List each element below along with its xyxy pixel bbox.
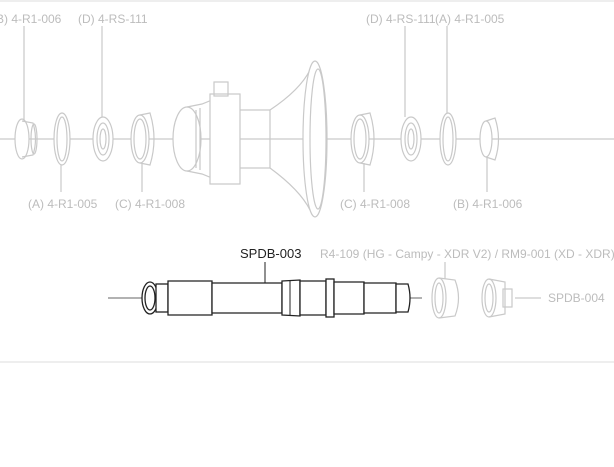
part-freehub-r4-109 <box>431 277 460 319</box>
label-bottom-2: (C) 4-R1-008 <box>115 197 185 211</box>
label-bottom-1: (A) 4-R1-005 <box>28 197 98 211</box>
axle-exploded-view[interactable]: SPDB-003 R4-109 (HG - Campy - XDR V2) / … <box>108 246 614 319</box>
label-top-1: (B) 4-R1-006 <box>0 12 62 26</box>
part-bearing-right <box>400 116 422 162</box>
part-seal-right <box>350 112 375 166</box>
label-spdb-004: SPDB-004 <box>548 291 605 305</box>
part-hub-body <box>172 60 328 218</box>
part-washer-left <box>53 112 71 166</box>
part-end-cap-right <box>479 117 500 161</box>
label-spdb-003: SPDB-003 <box>240 246 301 261</box>
label-bottom-4: (B) 4-R1-006 <box>453 197 523 211</box>
label-freehub: R4-109 (HG - Campy - XDR V2) / RM9-001 (… <box>320 247 614 261</box>
label-top-4: (A) 4-R1-005 <box>435 12 505 26</box>
part-bearing-left <box>92 116 114 162</box>
hub-exploded-view: (B) 4-R1-006 (D) 4-RS-111 (D) 4-RS-111 (… <box>0 12 614 218</box>
part-washer-right <box>439 112 457 166</box>
label-bottom-3: (C) 4-R1-008 <box>340 197 410 211</box>
part-end-cap-left <box>14 118 38 160</box>
label-top-3: (D) 4-RS-111 <box>366 12 436 26</box>
part-axle-spdb-003[interactable] <box>141 278 411 318</box>
label-top-2: (D) 4-RS-111 <box>78 12 148 26</box>
part-end-cap-spdb-004 <box>481 278 513 318</box>
part-seal-left <box>130 112 155 166</box>
